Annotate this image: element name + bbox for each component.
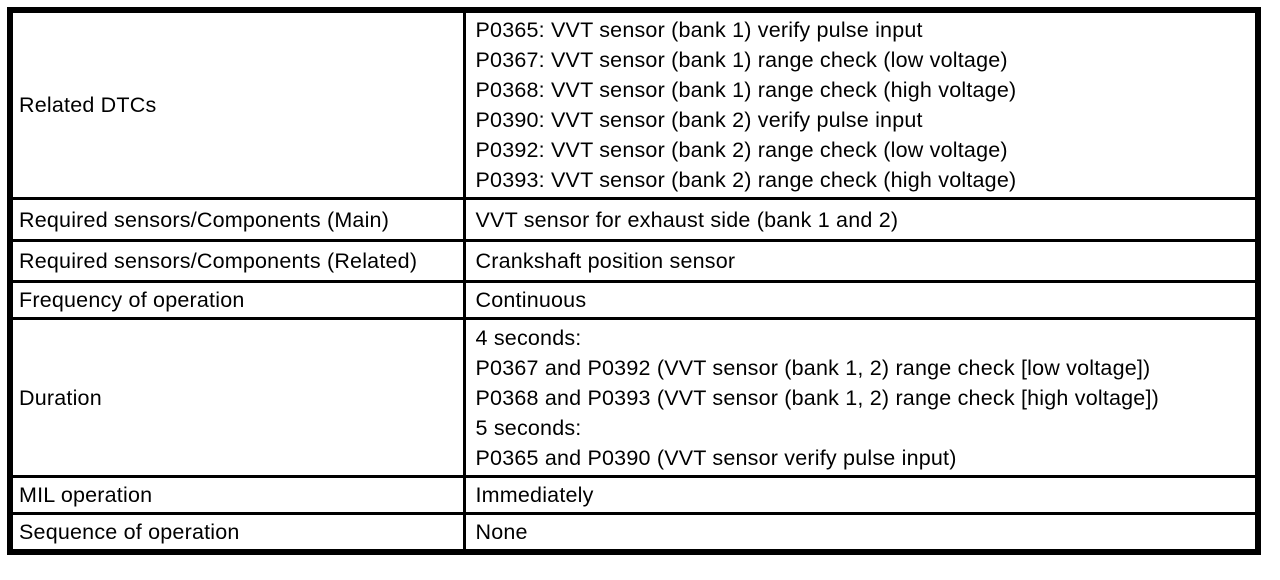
row-label: Required sensors/Components (Related) xyxy=(8,239,466,283)
value-line: P0392: VVT sensor (bank 2) range check (… xyxy=(475,138,1008,162)
row-value: Crankshaft position sensor xyxy=(462,239,1260,283)
value-line: 4 seconds: xyxy=(475,325,582,350)
value-line: Immediately xyxy=(475,483,594,507)
row-value: VVT sensor for exhaust side (bank 1 and … xyxy=(462,197,1260,242)
dtc-monitor-table: Related DTCs P0365: VVT sensor (bank 1) … xyxy=(7,7,1261,555)
row-value: None xyxy=(462,512,1260,554)
value-line: P0365 and P0390 (VVT sensor verify pulse… xyxy=(475,445,957,470)
row-value: Continuous xyxy=(462,280,1260,320)
row-label: Related DTCs xyxy=(8,8,466,200)
value-line: P0393: VVT sensor (bank 2) range check (… xyxy=(475,168,1017,192)
row-label: Sequence of operation xyxy=(8,512,466,554)
table-row-required-sensors-related: Required sensors/Components (Related) Cr… xyxy=(8,239,1260,283)
row-value: 4 seconds: P0367 and P0392 (VVT sensor (… xyxy=(462,317,1260,478)
value-line: P0367: VVT sensor (bank 1) range check (… xyxy=(475,48,1008,72)
value-line: VVT sensor for exhaust side (bank 1 and … xyxy=(475,207,899,232)
value-line: P0367 and P0392 (VVT sensor (bank 1, 2) … xyxy=(475,355,1151,380)
value-line: 5 seconds: xyxy=(475,415,582,440)
table-row-frequency-of-operation: Frequency of operation Continuous xyxy=(8,280,1260,320)
value-line: P0368 and P0393 (VVT sensor (bank 1, 2) … xyxy=(475,385,1160,410)
value-line: Crankshaft position sensor xyxy=(475,249,736,273)
row-label: Frequency of operation xyxy=(8,280,466,320)
row-label: MIL operation xyxy=(8,475,466,515)
row-label: Required sensors/Components (Main) xyxy=(8,197,466,242)
table-row-sequence-of-operation: Sequence of operation None xyxy=(8,512,1260,554)
table-row-related-dtcs: Related DTCs P0365: VVT sensor (bank 1) … xyxy=(8,8,1260,200)
value-line: P0390: VVT sensor (bank 2) verify pulse … xyxy=(475,108,923,132)
row-value: Immediately xyxy=(462,475,1260,515)
value-line: None xyxy=(475,520,528,544)
table-row-mil-operation: MIL operation Immediately xyxy=(8,475,1260,515)
value-line: P0368: VVT sensor (bank 1) range check (… xyxy=(475,78,1017,102)
table-row-required-sensors-main: Required sensors/Components (Main) VVT s… xyxy=(8,197,1260,242)
value-line: Continuous xyxy=(475,288,587,312)
row-value: P0365: VVT sensor (bank 1) verify pulse … xyxy=(462,8,1260,200)
row-label: Duration xyxy=(8,317,466,478)
value-line: P0365: VVT sensor (bank 1) verify pulse … xyxy=(475,18,923,42)
table-row-duration: Duration 4 seconds: P0367 and P0392 (VVT… xyxy=(8,317,1260,478)
